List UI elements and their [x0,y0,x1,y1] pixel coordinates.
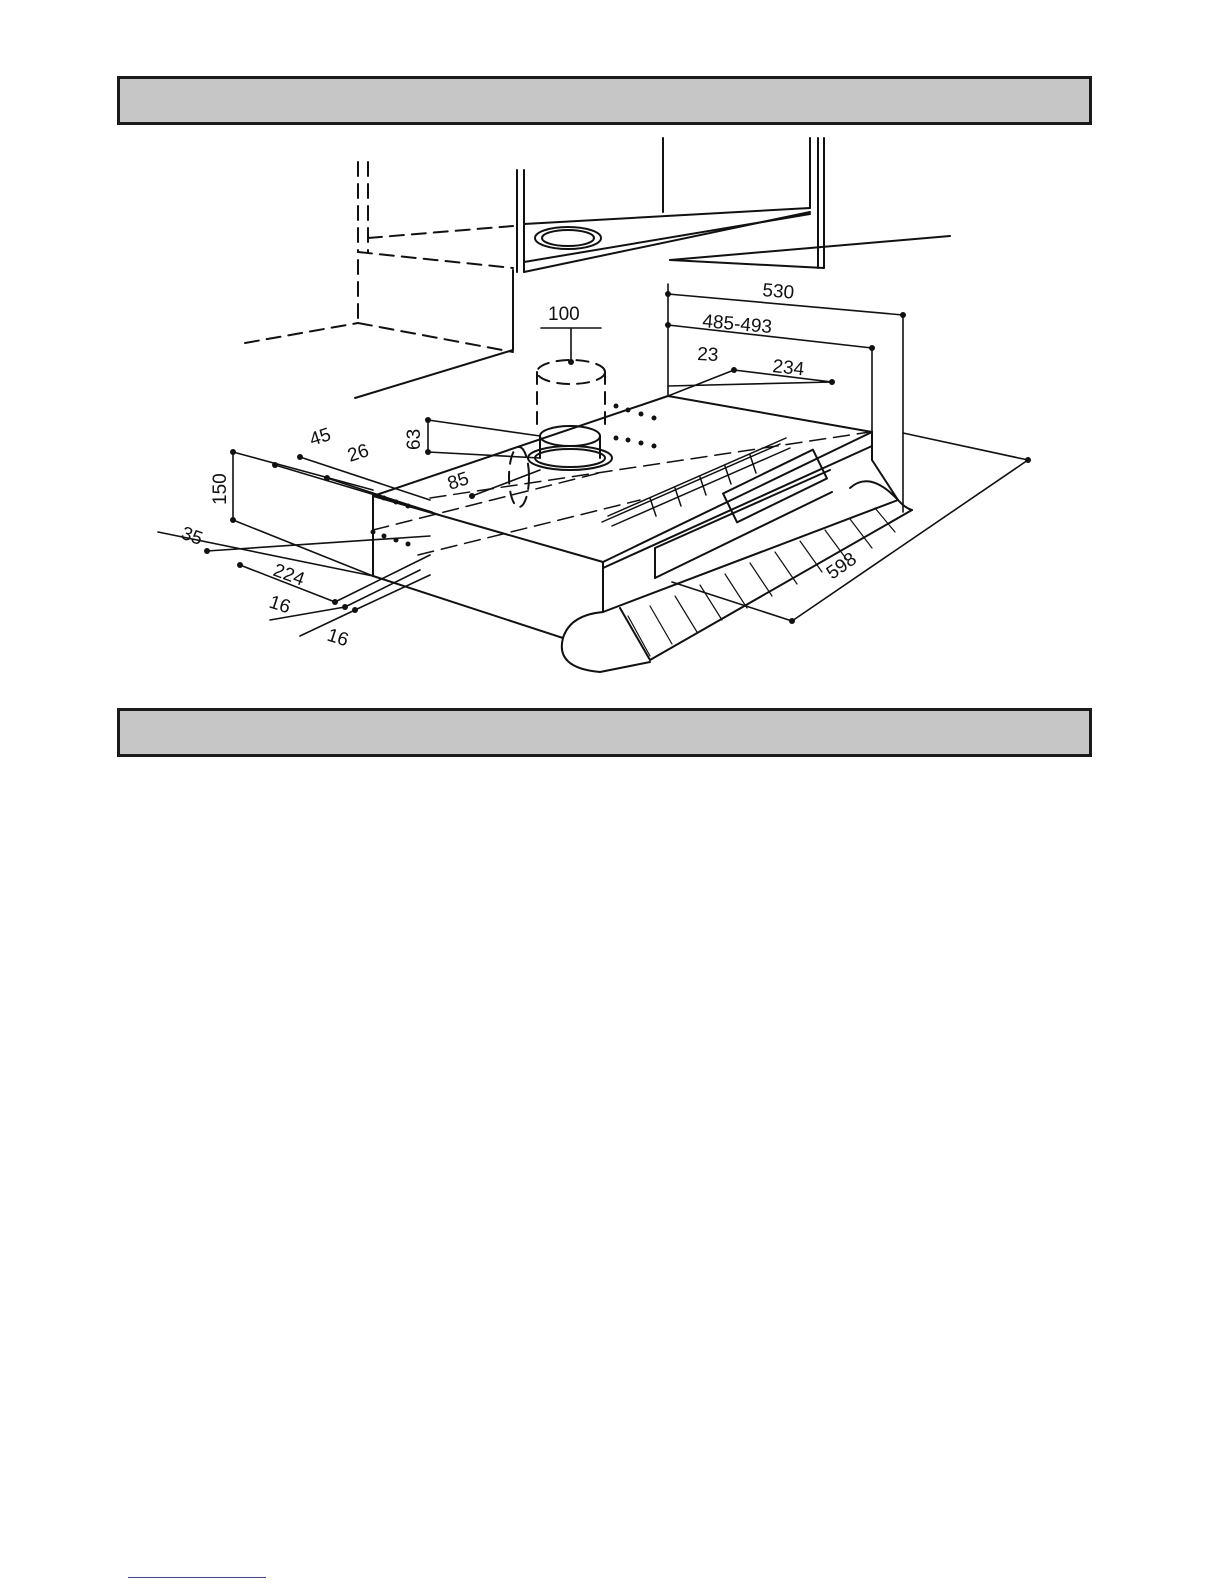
footer-link-underline[interactable] [128,1577,266,1578]
section-header-bar-top [117,76,1092,125]
wall-cabinet [517,138,950,272]
dim-label-26: 26 [345,440,372,467]
dim-label-150: 150 [210,473,231,505]
section-header-bar-bottom [117,708,1092,757]
dim-label-224: 224 [270,560,307,591]
range-hood-dimension-diagram: 530 485-493 23 234 100 63 45 26 85 150 3… [0,130,1225,690]
dim-label-100: 100 [548,304,580,325]
dim-label-35: 35 [178,523,205,550]
dim-label-485-493: 485-493 [702,311,773,338]
dim-label-45: 45 [307,424,334,451]
dim-label-85: 85 [445,468,472,495]
dim-label-234: 234 [771,356,805,380]
dim-label-530: 530 [762,280,795,304]
dim-label-23: 23 [697,344,719,366]
dim-label-16-lower: 16 [324,625,351,652]
dim-label-63: 63 [404,429,425,450]
adjacent-cabinet-dashed [245,162,513,352]
hood-body [373,396,912,672]
dim-label-16-upper: 16 [266,592,293,619]
